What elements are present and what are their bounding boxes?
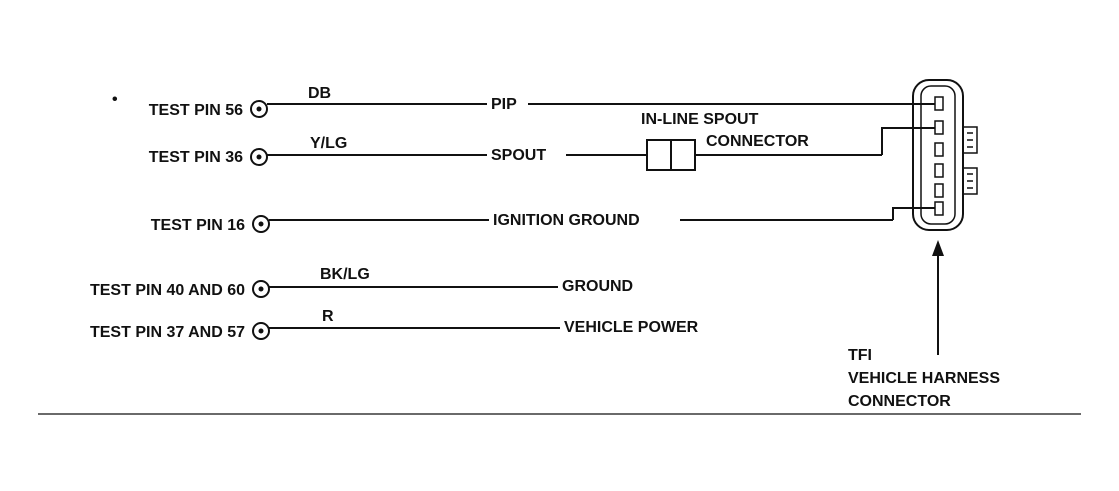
signal-pip-label: PIP [491,96,517,113]
test-pin-36-label: TEST PIN 36 [149,149,243,166]
spout-wire-to-harness [881,127,935,155]
connector-latch-lower [962,167,978,195]
wire-color-r: R [322,308,334,325]
test-pin-40-60-terminal [252,280,270,298]
test-pin-37-57-label: TEST PIN 37 AND 57 [90,324,245,341]
test-pin-16-terminal [252,215,270,233]
test-pin-16-label: TEST PIN 16 [151,217,245,234]
in-line-spout-connector [646,139,696,171]
signal-ignition-ground-label: IGNITION GROUND [493,212,640,229]
test-pin-56-label: TEST PIN 56 [149,102,243,119]
harness-pin-slots [934,96,944,216]
test-pin-56-terminal [250,100,268,118]
test-pin-37-57-terminal [252,322,270,340]
test-pin-36-terminal [250,148,268,166]
signal-ground-label: GROUND [562,278,633,295]
signal-spout-label: SPOUT [491,147,546,164]
wire-color-db: DB [308,85,331,102]
spout-connector-label-line2: CONNECTOR [706,133,809,150]
pin-marker: • [112,91,118,108]
signal-vehicle-power-label: VEHICLE POWER [564,319,699,336]
test-pin-40-60-label: TEST PIN 40 AND 60 [90,282,245,299]
connector-latch-upper [962,126,978,154]
harness-connector-label-line3: CONNECTOR [848,393,951,410]
tfi-harness-connector [912,79,978,231]
wire-color-bk-lg: BK/LG [320,266,370,283]
wire-color-y-lg: Y/LG [310,135,347,152]
harness-connector-label-line2: VEHICLE HARNESS [848,370,1000,387]
harness-connector-label-line1: TFI [848,347,872,364]
spout-connector-label-line1: IN-LINE SPOUT [641,111,759,128]
harness-connector-arrow [932,240,944,355]
